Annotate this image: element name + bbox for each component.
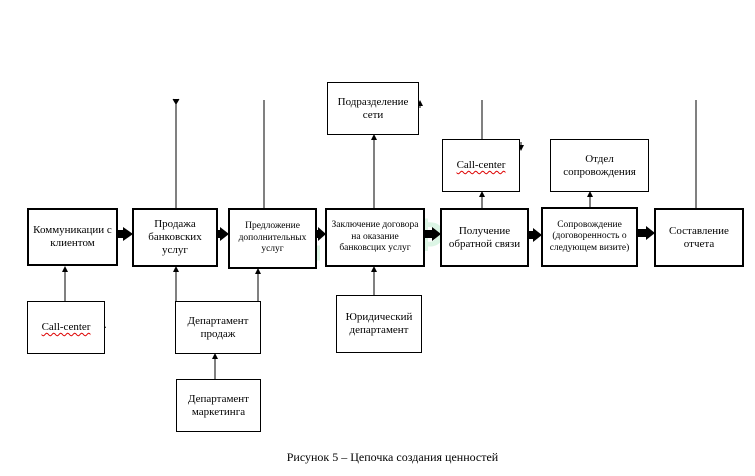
step-label: Составление отчета [669, 224, 729, 250]
flow-arrows [115, 226, 655, 242]
flow-arrow-2 [215, 227, 229, 241]
unit-label: Департамент продаж [187, 314, 249, 340]
step-client-communication: Коммуникации с клиентом [27, 208, 118, 266]
legal-department-box: Юридический департамент [336, 295, 422, 353]
call-center-bottom-box: Call-center [27, 301, 105, 354]
flow-arrow-6 [637, 226, 655, 240]
flow-arrow-3 [314, 227, 326, 241]
arrow-small [172, 98, 180, 105]
flow-arrow-5 [528, 228, 542, 242]
step-label: Сопровождение (договоренность о следующе… [549, 219, 630, 253]
marketing-department-box: Департамент маркетинга [176, 379, 261, 432]
call-center-top-box: Call-center [442, 139, 520, 192]
flow-arrow-4 [425, 227, 441, 241]
unit-label: Call-center [41, 321, 91, 333]
step-label: Получение обратной связи [448, 224, 521, 250]
step-contract: Заключение договора на оказание банковсц… [325, 208, 425, 267]
step-feedback: Получение обратной связи [440, 208, 529, 267]
step-label: Продажа банковских услуг [148, 218, 202, 256]
step-report: Составление отчета [654, 208, 744, 267]
sales-department-box: Департамент продаж [175, 301, 261, 354]
unit-label: Департамент маркетинга [187, 392, 249, 418]
figure-caption: Рисунок 5 – Цепочка создания ценностей [286, 450, 499, 464]
step-sale-services: Продажа банковских услуг [132, 208, 218, 267]
step-additional-services: Предложение дополнительных услуг [228, 208, 317, 269]
step-label: Заключение договора на оказание банковсц… [331, 220, 419, 254]
step-label: Коммуникации с клиентом [33, 224, 112, 249]
unit-label: Отдел сопровождения [563, 152, 636, 178]
step-support: Сопровождение (договоренность о следующе… [541, 207, 638, 267]
step-label: Предложение дополнительных услуг [238, 221, 307, 255]
unit-label: Подразделение сети [337, 95, 409, 121]
network-division-box: Подразделение сети [327, 82, 419, 135]
support-department-box: Отдел сопровождения [550, 139, 649, 192]
flow-arrow-1 [115, 227, 133, 241]
unit-label: Юридический департамент [345, 311, 413, 336]
unit-label: Call-center [456, 159, 506, 171]
